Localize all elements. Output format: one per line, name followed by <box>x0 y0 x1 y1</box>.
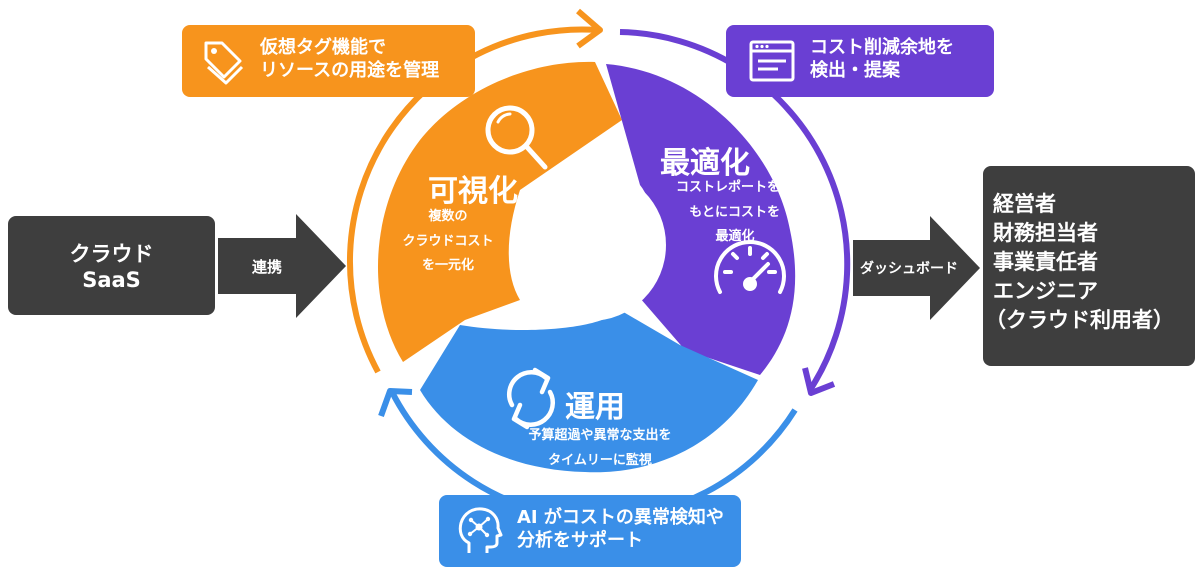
tag-callout-text: 仮想タグ機能で リソースの用途を管理 <box>260 36 439 83</box>
optimize-desc-line: コストレポートを <box>675 180 780 195</box>
tag-callout: 仮想タグ機能で リソースの用途を管理 <box>182 25 475 97</box>
audience-item: 経営者 <box>993 192 1056 216</box>
operate-desc-line: 予算超過や異常な支出を <box>528 428 672 443</box>
tag-callout-line: 仮想タグ機能で <box>260 37 386 58</box>
optimize-title: 最適化 <box>660 146 750 181</box>
link-label: 連携 <box>252 258 283 276</box>
outer-arc-orange <box>346 26 599 374</box>
visualize-desc-line: 複数の <box>428 209 468 224</box>
arrowhead-orange <box>576 8 603 49</box>
arrowhead-purple <box>802 367 836 396</box>
ai-callout: AI がコストの異常検知や 分析をサポート <box>439 495 741 567</box>
visualize-desc-line: を一元化 <box>421 258 474 274</box>
refresh-icon <box>506 367 556 430</box>
audience-item: エンジニア <box>993 279 1098 303</box>
ai-callout-text: AI がコストの異常検知や 分析をサポート <box>517 506 724 553</box>
dashboard-label: ダッシュボード <box>860 261 958 277</box>
visualize-desc: 複数の クラウドコスト を一元化 <box>398 205 498 279</box>
segment-optimize <box>606 64 796 375</box>
cloud-saas-line1: クラウド <box>69 242 154 266</box>
cost-callout-line: コスト削減余地を <box>810 37 954 58</box>
cost-callout: コスト削減余地を 検出・提案 <box>726 25 994 97</box>
gauge-icon <box>714 240 786 294</box>
ai-callout-line: 分析をサポート <box>517 530 643 552</box>
operate-desc: 予算超過や異常な支出を タイムリーに監視 <box>495 424 705 473</box>
visualize-title: 可視化 <box>428 174 518 209</box>
magnifier-icon <box>485 105 548 170</box>
arrowhead-blue <box>378 388 413 418</box>
segment-visualize <box>377 61 622 362</box>
optimize-desc: コストレポートを もとにコストを 最適化 <box>660 176 780 250</box>
cost-callout-line: 検出・提案 <box>810 60 900 82</box>
ai-head-icon <box>458 507 503 553</box>
cost-callout-text: コスト削減余地を 検出・提案 <box>810 36 954 83</box>
outer-arc-purple <box>619 29 851 392</box>
operate-title: 運用 <box>565 390 625 425</box>
right-arrow-shape <box>853 216 980 320</box>
visualize-desc-line: クラウドコスト <box>402 233 494 249</box>
tag-icon <box>204 41 244 85</box>
optimize-desc-line: 最適化 <box>715 229 755 245</box>
segment-operate <box>420 310 758 473</box>
ai-callout-line: AI がコストの異常検知や <box>517 507 724 528</box>
center-hole <box>514 169 666 321</box>
operate-desc-line: タイムリーに監視 <box>548 452 652 468</box>
audience-item: （クラウド利用者） <box>985 308 1174 332</box>
audience-item: 事業責任者 <box>993 250 1098 274</box>
cloud-saas-box: クラウド SaaS <box>8 216 215 315</box>
left-arrow-shape <box>218 214 346 318</box>
browser-window-icon <box>749 40 795 82</box>
tag-callout-line: リソースの用途を管理 <box>260 60 440 82</box>
audience-box: 経営者 財務担当者 事業責任者 エンジニア （クラウド利用者） <box>983 166 1195 366</box>
audience-item: 財務担当者 <box>993 221 1098 245</box>
optimize-desc-line: もとにコストを <box>689 204 780 220</box>
cloud-saas-line2: SaaS <box>82 268 141 292</box>
